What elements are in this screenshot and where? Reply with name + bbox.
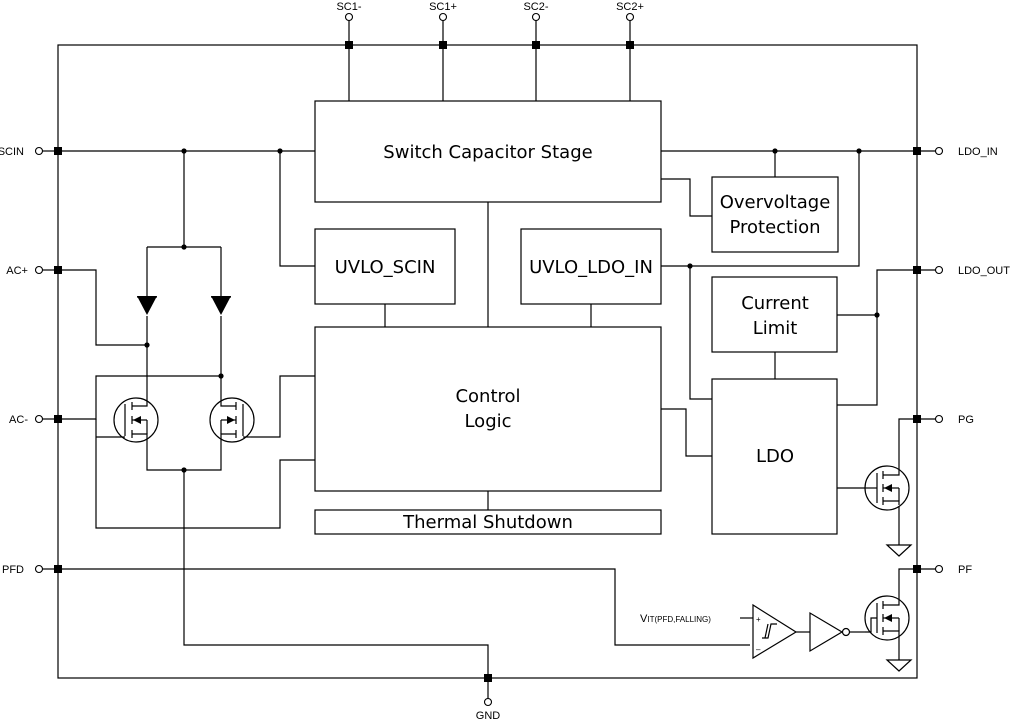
pin-label-pg: PG [958, 414, 974, 426]
uvlo-scin-block: UVLO_SCIN [314, 228, 456, 305]
mosfet-right-icon [209, 395, 255, 445]
pin-label-sc1-minus: SC1- [336, 1, 361, 13]
mosfet-left-icon [96, 395, 159, 445]
threshold-main: V [640, 613, 648, 625]
pin-ldo-in: LDO_IN [913, 146, 998, 158]
pin-sc2-minus: SC2- [523, 1, 549, 101]
ldo-block: LDO [711, 378, 838, 535]
control-logic-label-line1: Control [455, 386, 520, 407]
diode-left-icon [137, 296, 157, 315]
pf-mosfet-icon [864, 595, 910, 641]
thermal-shutdown-label: Thermal Shutdown [402, 512, 573, 533]
comparator-plus: + [756, 615, 761, 624]
pin-gnd: GND [476, 674, 501, 722]
threshold-label: VIT(PFD,FALLING) [640, 613, 711, 625]
ldo-label: LDO [756, 446, 794, 467]
pin-sc1-minus: SC1- [336, 1, 362, 101]
junctions [144, 148, 880, 473]
pin-pfd: PFD [2, 564, 62, 576]
pin-label-pfd: PFD [2, 564, 24, 576]
pin-sc2-plus: SC2+ [616, 1, 644, 101]
wiring [58, 150, 917, 678]
pin-label-ac-minus: AC- [9, 414, 28, 426]
pin-label-sc2-minus: SC2- [523, 1, 548, 13]
pin-label-sc1-plus: SC1+ [429, 1, 457, 13]
pin-pg: PG [913, 414, 974, 426]
pin-label-scin: SCIN [0, 146, 24, 158]
pin-pf: PF [913, 564, 972, 576]
pin-label-gnd: GND [476, 710, 501, 722]
svg-text:VIT(PFD,FALLING): VIT(PFD,FALLING) [640, 613, 711, 625]
pin-scin: SCIN [0, 146, 62, 158]
pf-ground-icon [885, 659, 913, 672]
pin-label-ac-plus: AC+ [6, 265, 28, 277]
comparator-minus: – [756, 645, 761, 654]
uvlo-ldo-in-label: UVLO_LDO_IN [529, 257, 653, 278]
threshold-sub: IT(PFD,FALLING) [647, 615, 711, 624]
comparator-icon: + – [752, 603, 798, 660]
pin-label-ldo-out: LDO_OUT [958, 265, 1010, 277]
pin-label-pf: PF [958, 564, 972, 576]
pg-mosfet-icon [864, 465, 910, 511]
pin-sc1-plus: SC1+ [429, 1, 457, 101]
pin-label-sc2-plus: SC2+ [616, 1, 644, 13]
current-limit-block: Current Limit [711, 276, 838, 353]
uvlo-ldo-in-block: UVLO_LDO_IN [520, 228, 662, 305]
current-limit-label-line2: Limit [753, 318, 798, 339]
ovp-label-line2: Protection [729, 217, 820, 238]
control-logic-block: Control Logic [314, 326, 662, 492]
diode-right-icon [211, 296, 231, 315]
pg-ground-icon [885, 544, 913, 557]
ovp-label-line1: Overvoltage [720, 192, 831, 213]
pin-ac-plus: AC+ [6, 265, 62, 277]
uvlo-scin-label: UVLO_SCIN [335, 257, 436, 278]
current-limit-label-line1: Current [741, 293, 809, 314]
pin-ac-minus: AC- [9, 414, 62, 426]
switch-capacitor-stage-block: Switch Capacitor Stage [314, 100, 662, 203]
pin-label-ldo-in: LDO_IN [958, 146, 998, 158]
switch-capacitor-stage-label: Switch Capacitor Stage [383, 142, 592, 163]
buffer-icon [809, 611, 851, 653]
overvoltage-protection-block: Overvoltage Protection [711, 176, 839, 253]
thermal-shutdown-block: Thermal Shutdown [314, 509, 662, 535]
control-logic-label-line2: Logic [464, 411, 511, 432]
pin-ldo-out: LDO_OUT [913, 265, 1010, 277]
